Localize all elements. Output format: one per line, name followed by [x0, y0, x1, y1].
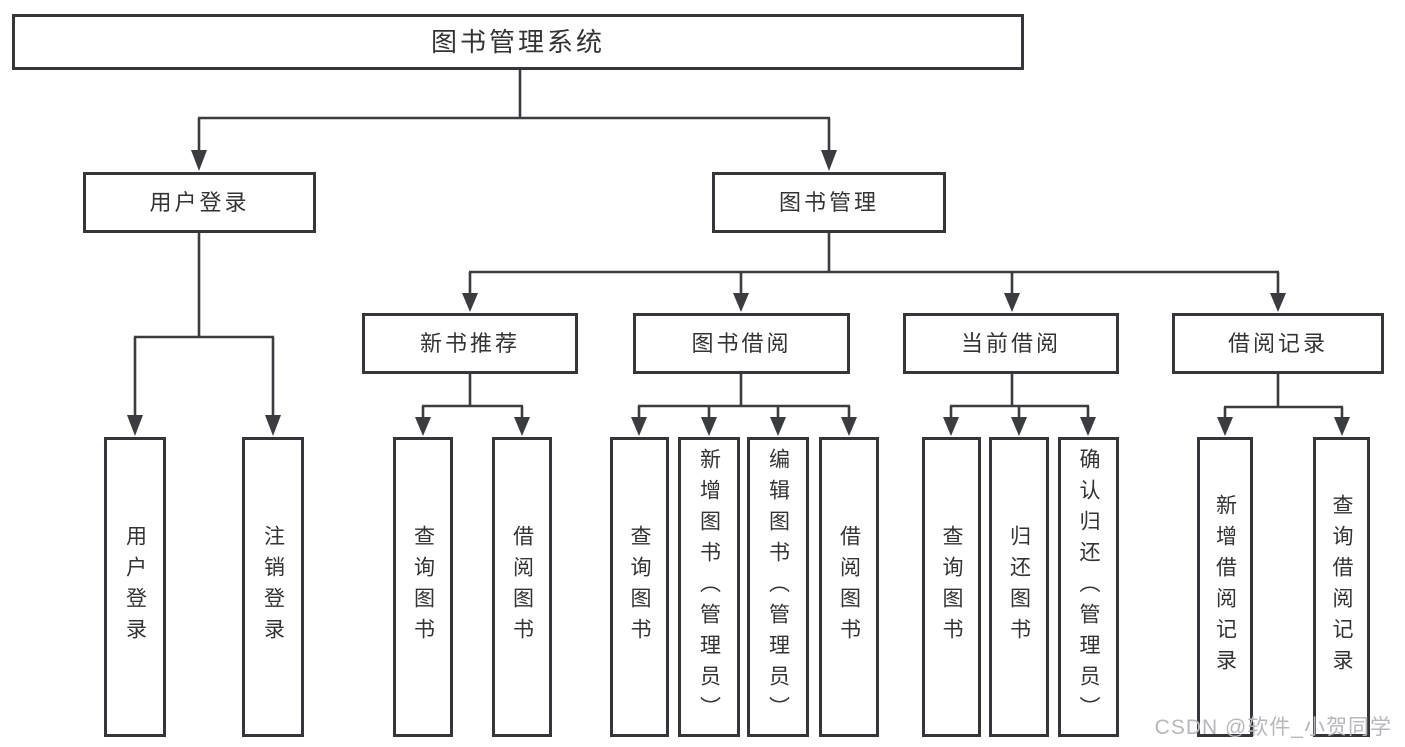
connector-book-borrow-to-leaves — [631, 374, 857, 436]
leaf-logout: 注销登录 — [242, 437, 304, 737]
node-label: 注销登录 — [261, 525, 285, 649]
connector-new-book-to-leaves — [415, 374, 530, 436]
leaf-add-borrow-record: 新增借阅记录 — [1197, 437, 1253, 737]
node-label: 新书推荐 — [419, 330, 520, 356]
node-borrow-record: 借阅记录 — [1172, 313, 1384, 374]
leaf-return-book: 归还图书 — [989, 437, 1049, 737]
connector-root-to-level2 — [191, 68, 837, 171]
node-book-management: 图书管理 — [712, 172, 946, 233]
leaf-borrow-book-recommend: 借阅图书 — [492, 437, 552, 737]
node-label: 查询借阅记录 — [1330, 494, 1353, 680]
node-label: 查询图书 — [628, 525, 651, 649]
node-label: 用户登录 — [149, 189, 250, 215]
node-new-book-recommend: 新书推荐 — [362, 313, 578, 374]
node-label: 借阅图书 — [510, 525, 534, 649]
leaf-query-book-borrow: 查询图书 — [610, 437, 669, 737]
connector-user-login-to-leaves — [127, 233, 281, 436]
node-label: 借阅记录 — [1227, 330, 1328, 356]
csdn-watermark: CSDN @软件_小贺同学 — [1154, 716, 1392, 739]
node-label: 查询图书 — [411, 525, 435, 649]
node-label: 用户登录 — [123, 525, 147, 649]
node-label: 编辑图书（管理员） — [766, 447, 790, 727]
leaf-user-login: 用户登录 — [104, 437, 166, 737]
node-label: 图书管理 — [778, 189, 879, 215]
node-label: 确认归还（管理员） — [1077, 447, 1100, 727]
leaf-borrow-book: 借阅图书 — [819, 437, 879, 737]
node-label: 借阅图书 — [837, 525, 861, 649]
node-label: 图书管理系统 — [430, 27, 605, 57]
node-label: 图书借阅 — [691, 330, 792, 356]
node-label: 归还图书 — [1007, 525, 1031, 649]
connector-current-borrow-to-leaves — [943, 374, 1096, 436]
node-label: 新增图书（管理员） — [697, 447, 721, 727]
node-label: 新增借阅记录 — [1213, 494, 1237, 680]
leaf-add-book-admin: 新增图书（管理员） — [678, 437, 740, 737]
node-book-borrow: 图书借阅 — [633, 313, 850, 374]
node-root-library-system: 图书管理系统 — [12, 14, 1024, 70]
node-user-login: 用户登录 — [83, 172, 316, 233]
leaf-query-book-current: 查询图书 — [922, 437, 981, 737]
node-label: 当前借阅 — [960, 330, 1061, 356]
node-current-borrow: 当前借阅 — [903, 313, 1119, 374]
leaf-query-borrow-record: 查询借阅记录 — [1313, 437, 1370, 737]
leaf-edit-book-admin: 编辑图书（管理员） — [747, 437, 809, 737]
leaf-query-book-recommend: 查询图书 — [393, 437, 453, 737]
node-label: 查询图书 — [940, 525, 963, 649]
leaf-confirm-return-admin: 确认归还（管理员） — [1058, 437, 1119, 737]
connector-borrow-record-to-leaves — [1217, 374, 1350, 436]
connector-book-mgmt-to-level3 — [462, 233, 1286, 312]
